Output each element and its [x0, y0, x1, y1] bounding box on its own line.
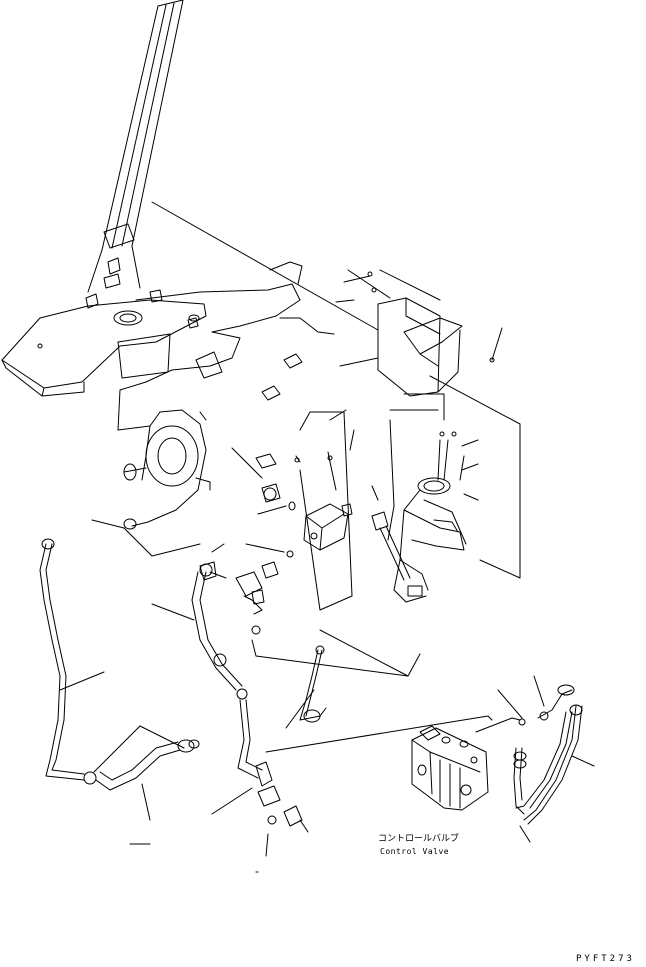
- drawing-code: PYFT273: [576, 954, 635, 964]
- cover-box: [368, 272, 494, 396]
- spacer-plates: [262, 354, 302, 400]
- right-hoses: [514, 685, 582, 824]
- knuckle-bracket: [124, 410, 210, 529]
- center-hose: [192, 564, 302, 826]
- valve-block: [295, 452, 352, 550]
- floor-frame: [118, 262, 334, 430]
- base-plate: [2, 290, 206, 396]
- control-valve-label-jp: コントロールバルブ: [378, 834, 460, 844]
- lower-hose: [96, 740, 199, 790]
- boom-arm: [88, 0, 183, 292]
- misc-fittings: [130, 562, 264, 872]
- control-valve-label-en: Control Valve: [380, 847, 450, 856]
- leader-lines: [60, 202, 594, 856]
- fittings-upper: [256, 454, 410, 580]
- pedal-assembly: [394, 432, 466, 602]
- pilot-hose: [300, 646, 326, 722]
- control-valve-body: [412, 718, 525, 810]
- left-pipe: [40, 539, 96, 784]
